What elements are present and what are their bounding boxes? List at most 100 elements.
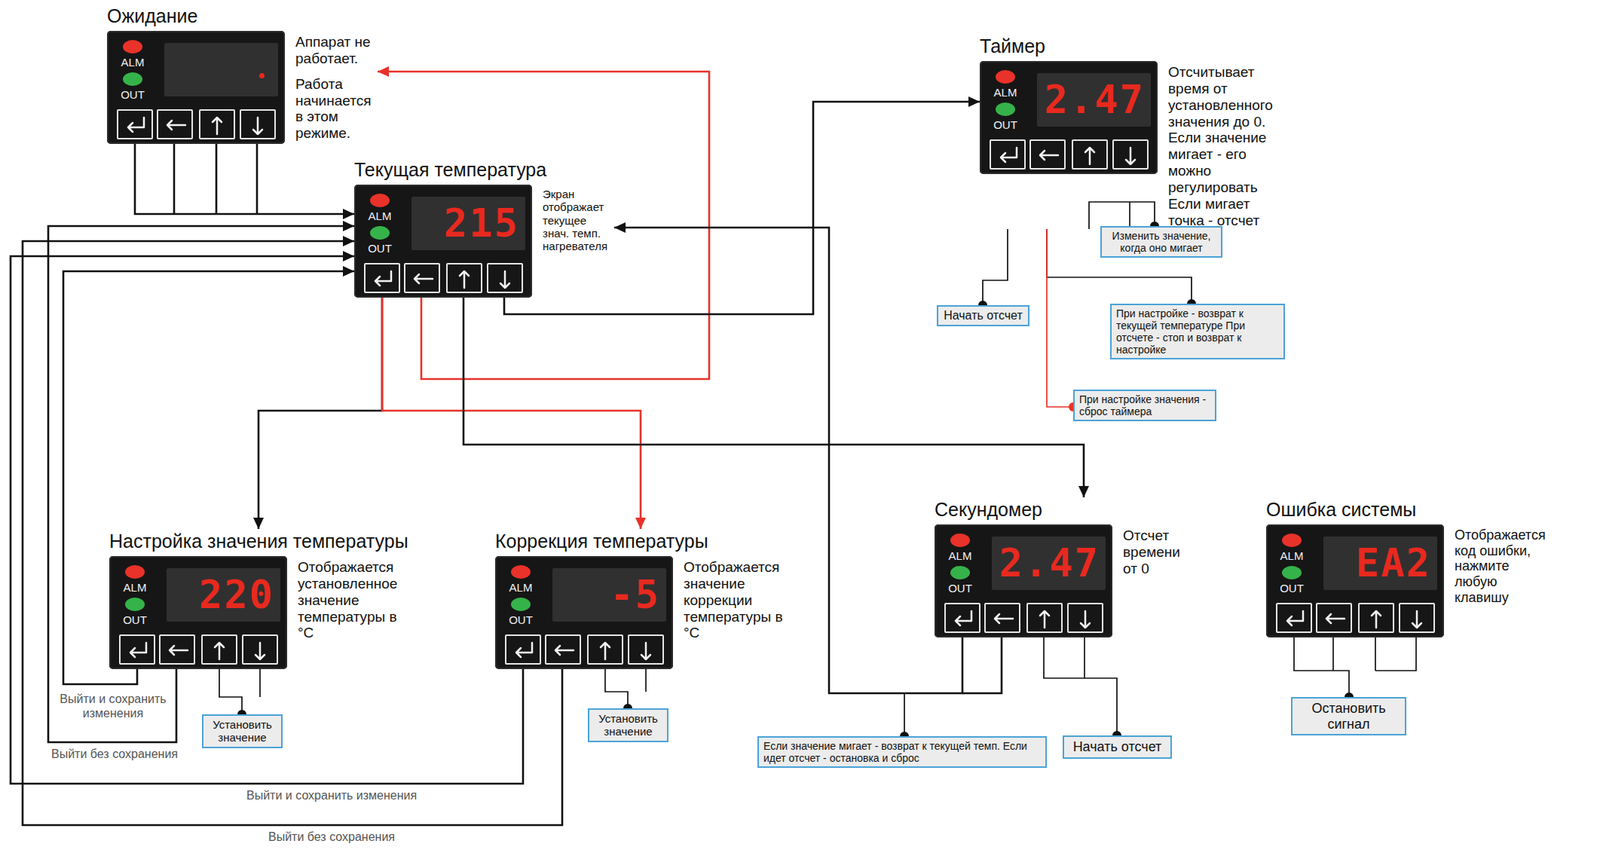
callout-text: Остановить сигнал [1297,700,1401,732]
panel-button [989,139,1026,170]
description-group: Аппарат не работает. Работа начинается в … [295,33,378,151]
panel-title: Секундомер [934,497,1043,522]
button-icon [160,636,194,664]
led-label: OUT [940,581,980,596]
button-icon [200,110,234,138]
panel-button [1358,602,1395,634]
button-icon [243,636,277,664]
panel-button [627,634,664,665]
led-display: 2.47 [991,536,1106,591]
button-icon [1113,140,1148,169]
connector [377,71,710,380]
connector-branch [1374,637,1377,671]
callout-text: Установить значение [593,712,663,739]
panel-button [403,263,441,294]
connector-line [904,637,1002,737]
button-icon [546,636,580,664]
button-icon [1317,604,1351,632]
button-icon [1068,604,1102,632]
description-text: Аппарат не работает. [295,33,378,68]
callout-text: Если значение мигает - возврат к текущей… [763,740,1041,765]
alarm-led [370,193,390,208]
connector [605,669,646,709]
display-value: 215 [411,196,526,251]
button-icon [241,110,275,138]
connector-line [377,71,710,380]
connector-line [134,143,355,215]
led-label: OUT [360,241,400,256]
connector-branch [259,669,261,698]
description-text: Отсчитывает время от установленного знач… [1168,64,1279,229]
description-group: Отсчет времени от 0 [1122,527,1187,587]
connector-line [22,241,563,826]
panel-button [446,263,483,294]
edge-label: Выйти без сохранения [266,829,398,845]
callout-box: Установить значение [587,708,669,743]
connector-branch [173,143,176,215]
output-led [510,597,531,612]
controller-body: ALMOUT215 [354,184,533,298]
connector-line [258,297,383,530]
panel-button [119,634,156,665]
display-dot [259,73,265,79]
connector-branch [645,669,647,692]
description-text: Экран отображает текущее знач. темп. наг… [542,187,615,253]
panel-button [239,109,276,140]
connector [22,241,563,826]
connector [504,101,980,315]
panel-button [1026,602,1063,634]
led-label: ALM [115,581,155,595]
controller-panel: Текущая температураALMOUT215Экран отобра… [354,157,615,298]
button-icon [1277,604,1311,632]
led-label: ALM [113,55,153,70]
callout-text: Начать отсчет [942,308,1024,323]
panel-button [1315,602,1353,634]
panel-button [486,263,524,294]
led-display: -5 [552,568,667,622]
button-icon [488,264,522,292]
button-icon [506,636,540,664]
connector-line [10,256,524,784]
panel-button [587,634,624,665]
alarm-led [1281,533,1302,548]
led-label: ALM [985,85,1025,100]
led-label: OUT [113,88,153,102]
button-icon [202,636,236,664]
connector [10,256,524,784]
description-text: Работа начинается в этом режиме. [295,76,378,142]
callout-text: При настройке значения - сброс таймера [1079,393,1211,418]
controller-panel: ОжиданиеALMOUTАппарат не работает.Работа… [107,3,378,144]
display-value: -5 [552,568,667,622]
output-led [995,102,1016,117]
panel-button [544,634,582,665]
led-display: 220 [166,568,281,622]
connector-line [1089,201,1155,230]
connector-branch [215,143,218,215]
alarm-led [995,70,1016,84]
led-label: OUT [1272,581,1312,596]
display-value: 2.47 [991,536,1106,591]
connector [1089,201,1155,230]
button-icon [1073,140,1107,169]
panel-button [1067,602,1104,634]
callout-text: Начать отсчет [1068,739,1166,756]
panel-button [156,109,193,140]
led-display: EA2 [1323,536,1438,591]
panel-button [984,602,1021,634]
connector-line [1043,637,1117,736]
connector [982,229,1008,306]
output-led [370,226,390,240]
button-icon [1400,604,1434,632]
panel-title: Коррекция температуры [495,529,709,554]
connector-line [48,226,355,743]
panel-title: Текущая температура [354,157,547,182]
connector-line [504,101,980,315]
controller-body: ALM OUT [107,30,285,144]
description-group: Экран отображает текущее знач. темп. наг… [542,187,615,262]
output-led [1281,565,1302,580]
connector-line [1046,229,1074,407]
description-group: Отсчитывает время от установленного знач… [1168,64,1279,238]
controller-body: ALMOUT220 [109,556,288,670]
